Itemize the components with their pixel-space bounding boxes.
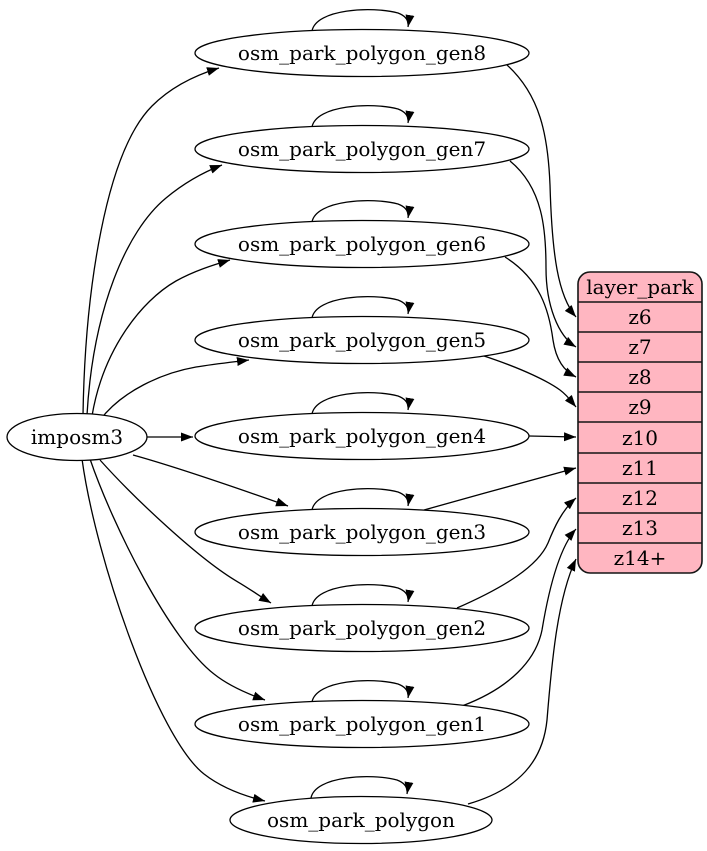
self-loop-osm_park_polygon_gen3 <box>311 488 415 511</box>
node-osm_park_polygon_gen2: osm_park_polygon_gen2 <box>194 603 530 653</box>
osm_park_polygon_gen5-label: osm_park_polygon_gen5 <box>238 328 486 352</box>
zoom-row-z9: z9 <box>628 395 651 419</box>
node-osm_park_polygon_gen1: osm_park_polygon_gen1 <box>194 699 530 749</box>
osm_park_polygon_gen1-label: osm_park_polygon_gen1 <box>238 712 486 736</box>
edge-imposm3-to-osm_park_polygon <box>81 458 266 803</box>
imposm3-ellipse <box>6 412 148 462</box>
edge-osm_park_polygon_gen8-to-z6 <box>506 64 577 318</box>
self-loop-osm_park_polygon_gen8 <box>311 9 415 32</box>
self-loop-osm_park_polygon_gen5 <box>311 296 415 319</box>
node-imposm3: imposm3 <box>6 412 148 462</box>
node-osm_park_polygon_gen7: osm_park_polygon_gen7 <box>194 124 530 174</box>
edge-osm_park_polygon_gen4-to-z10 <box>528 432 577 442</box>
osm_park_polygon_gen5-ellipse <box>194 315 530 365</box>
node-osm_park_polygon: osm_park_polygon <box>229 795 493 845</box>
node-osm_park_polygon_gen8: osm_park_polygon_gen8 <box>194 28 530 78</box>
edge-osm_park_polygon_gen2-to-z12 <box>456 497 577 609</box>
osm_park_polygon_gen4-label: osm_park_polygon_gen4 <box>238 424 486 448</box>
edge-osm_park_polygon_gen7-to-z7 <box>509 160 577 348</box>
edge-osm_park_polygon_gen5-to-z9 <box>480 354 577 408</box>
osm_park_polygon_gen2-ellipse <box>194 603 530 653</box>
osm_park_polygon_gen2-label: osm_park_polygon_gen2 <box>238 616 486 640</box>
osm_park_polygon_gen6-label: osm_park_polygon_gen6 <box>238 232 486 256</box>
osm_park_polygon-label: osm_park_polygon <box>267 808 455 832</box>
osm_park_polygon_gen7-label: osm_park_polygon_gen7 <box>238 137 486 161</box>
edge-imposm3-to-osm_park_polygon_gen8 <box>82 67 220 416</box>
edge-osm_park_polygon_gen1-to-z13 <box>461 528 577 707</box>
osm_park_polygon_gen6-ellipse <box>194 219 530 269</box>
osm_park_polygon_gen7-ellipse <box>194 124 530 174</box>
edge-imposm3-to-osm_park_polygon_gen5 <box>99 357 250 421</box>
node-layer_park: layer_park z6 z7 z8 z9 z10 z11 z12 z13 z… <box>577 271 703 574</box>
zoom-row-z14: z14+ <box>614 546 667 570</box>
edge-imposm3-to-osm_park_polygon_gen7 <box>86 164 223 416</box>
self-loop-osm_park_polygon_gen7 <box>311 105 415 128</box>
osm_park_polygon_gen8-ellipse <box>194 28 530 78</box>
edge-osm_park_polygon-to-z14 <box>467 558 577 805</box>
self-loop-osm_park_polygon_gen2 <box>311 584 415 607</box>
self-loop-osm_park_polygon <box>310 776 414 799</box>
osm_park_polygon_gen1-ellipse <box>194 699 530 749</box>
node-osm_park_polygon_gen6: osm_park_polygon_gen6 <box>194 219 530 269</box>
node-osm_park_polygon_gen3: osm_park_polygon_gen3 <box>194 507 530 557</box>
osm_park_polygon_gen3-ellipse <box>194 507 530 557</box>
zoom-row-z7: z7 <box>628 335 651 359</box>
self-loop-osm_park_polygon_gen6 <box>311 200 415 223</box>
zoom-row-z6: z6 <box>628 305 651 329</box>
self-loop-osm_park_polygon_gen1 <box>311 680 415 703</box>
zoom-row-z11: z11 <box>622 456 658 480</box>
zoom-row-z8: z8 <box>628 365 651 389</box>
node-osm_park_polygon_gen4: osm_park_polygon_gen4 <box>194 411 530 461</box>
zoom-row-z10: z10 <box>622 426 658 450</box>
layer_park-title: layer_park <box>586 275 694 299</box>
edge-imposm3-to-osm_park_polygon_gen1 <box>89 458 266 701</box>
osm_park_polygon_gen3-label: osm_park_polygon_gen3 <box>238 520 486 544</box>
imposm3-label: imposm3 <box>31 425 123 449</box>
edge-imposm3-to-osm_park_polygon_gen2 <box>99 459 272 604</box>
self-loop-osm_park_polygon_gen4 <box>311 392 415 415</box>
edge-imposm3-to-osm_park_polygon_gen6 <box>91 259 231 417</box>
edge-imposm3-to-osm_park_polygon_gen3 <box>132 454 289 507</box>
zoom-row-z12: z12 <box>622 486 658 510</box>
osm_park_polygon_gen8-label: osm_park_polygon_gen8 <box>238 41 486 65</box>
edges-layer <box>81 9 577 805</box>
edge-osm_park_polygon_gen3-to-z11 <box>423 466 577 511</box>
node-osm_park_polygon_gen5: osm_park_polygon_gen5 <box>194 315 530 365</box>
zoom-row-z13: z13 <box>622 516 658 540</box>
osm_park_polygon-ellipse <box>229 795 493 845</box>
osm_park_polygon_gen4-ellipse <box>194 411 530 461</box>
edge-osm_park_polygon_gen6-to-z8 <box>504 256 577 378</box>
